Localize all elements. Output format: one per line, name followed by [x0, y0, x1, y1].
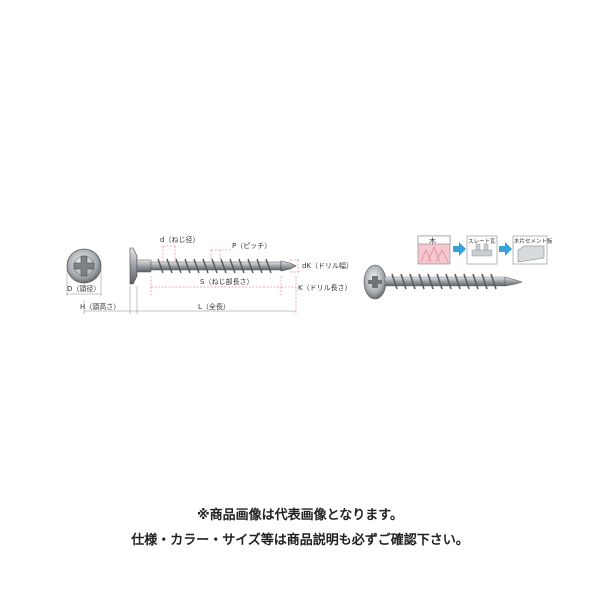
pitch-label: P（ピッチ）	[232, 242, 271, 250]
drill-point	[280, 260, 297, 272]
arrow-right-icon	[499, 242, 512, 256]
material-cement-label: 木片セメント板	[514, 237, 553, 245]
phillips-recess-icon	[73, 255, 95, 277]
material-wood-label: 木	[429, 236, 436, 245]
head-height-label: H（頭高さ）	[80, 302, 120, 311]
screw-side-view	[129, 247, 297, 285]
head-diameter-dimension	[66, 266, 102, 296]
drill-width-label: dK（ドリル幅）	[302, 261, 353, 270]
thread-length-label: S（ねじ部長さ）	[200, 277, 253, 286]
thread-diameter-label: d（ねじ径）	[160, 235, 199, 244]
arrow-right-icon	[453, 242, 466, 256]
head-diameter-label: D（頭径）	[67, 284, 100, 293]
phillips-head-icon	[368, 276, 382, 288]
material-wood: 木	[417, 235, 451, 265]
representative-image-note: ※商品画像は代表画像となります。	[197, 508, 403, 523]
dimension-lines	[150, 245, 300, 314]
material-cement-board: 木片セメント板	[512, 235, 553, 265]
material-slate-label: スレート瓦	[468, 238, 496, 245]
thread-pattern	[157, 258, 272, 274]
overall-dimension-lines	[83, 286, 296, 314]
spec-check-note: 仕様・カラー・サイズ等は商品説明も必ずご確認下さい。	[131, 533, 469, 548]
head-front-view	[66, 248, 102, 284]
screw-product-image	[363, 264, 523, 300]
total-length-label: L（全長）	[198, 302, 230, 311]
material-slate: スレート瓦	[466, 235, 498, 265]
drill-length-label: K（ドリル長さ）	[298, 284, 352, 292]
